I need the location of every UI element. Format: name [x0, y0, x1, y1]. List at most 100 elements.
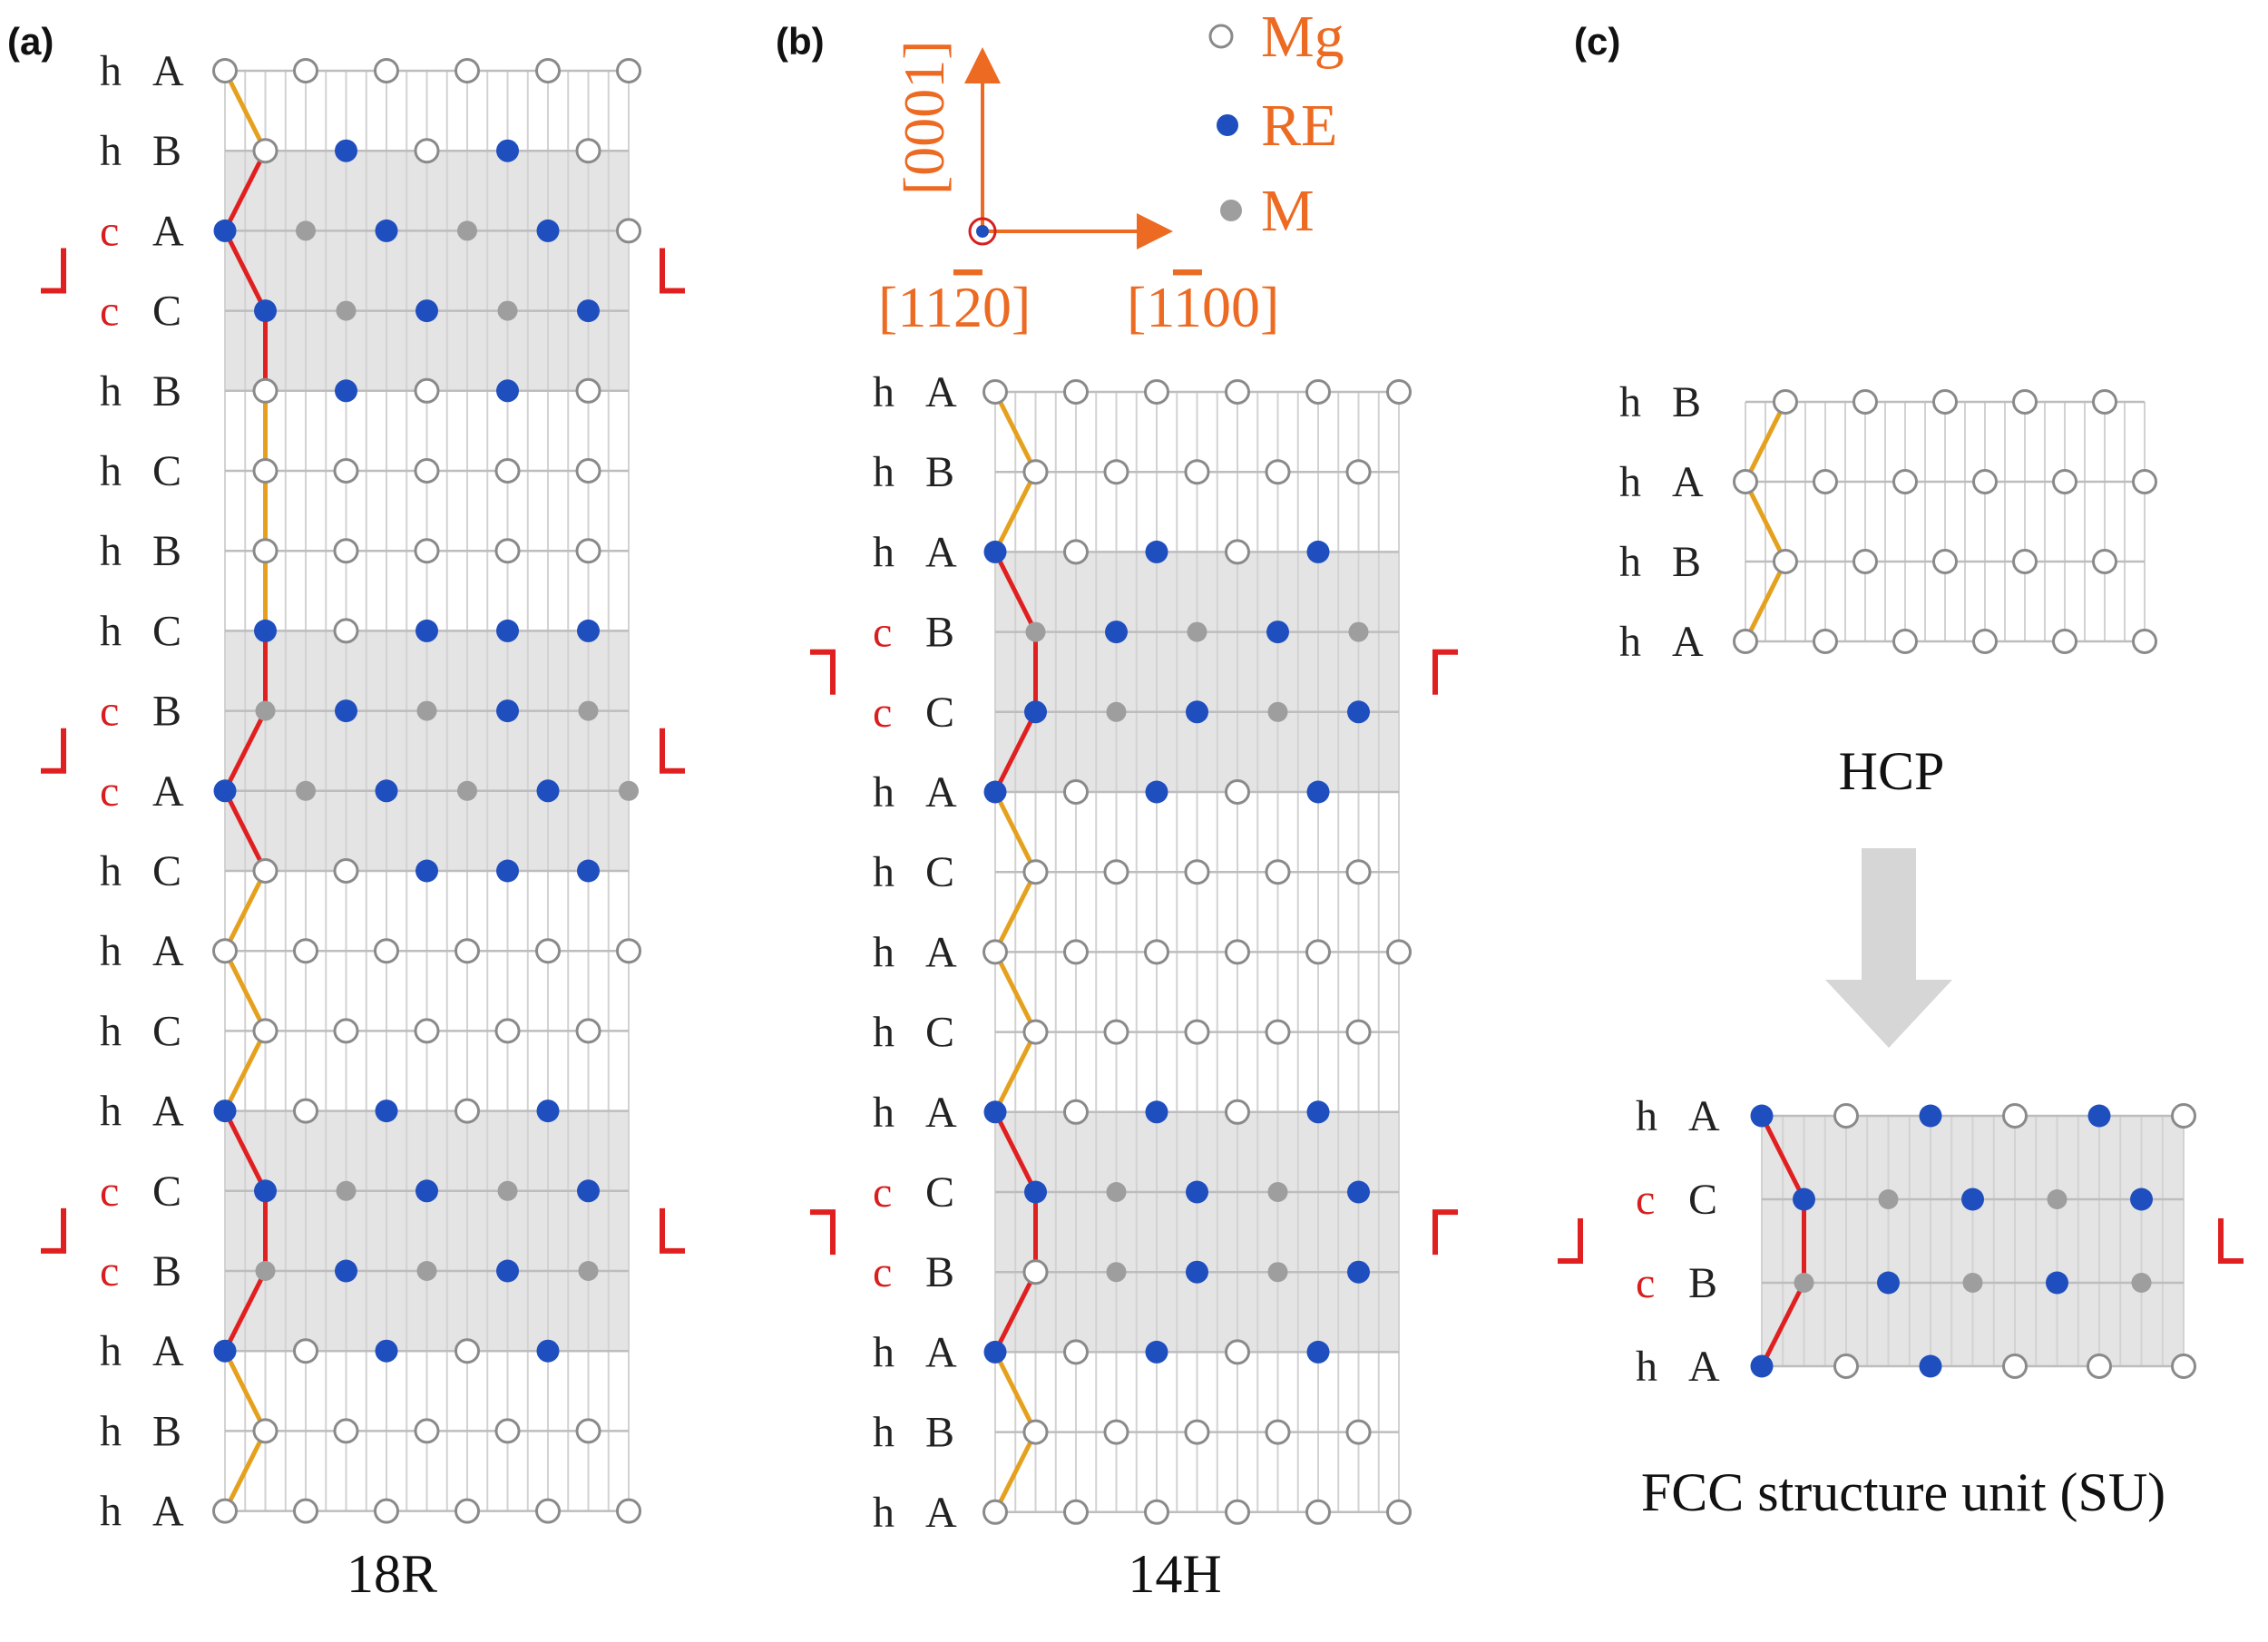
mg-atom: [1103, 1419, 1129, 1445]
panel-a-layer-type-label: h: [100, 1088, 122, 1136]
mg-atom: [1773, 549, 1798, 574]
re-atom: [1306, 1100, 1330, 1124]
re-atom: [496, 699, 519, 723]
crystal-axes: [0001] [1120] [1100]: [878, 40, 1279, 339]
mg-atom: [1144, 1499, 1169, 1525]
panel-c-fcc-layer-type-label: h: [1636, 1092, 1657, 1140]
panel-a-stacking-label: A: [152, 1488, 184, 1536]
re-atom: [1793, 1188, 1815, 1211]
mg-atom: [1773, 389, 1798, 415]
panel-c-fcc-stacking-label: A: [1688, 1343, 1720, 1391]
panel-b-hcp-stacking-segment: [992, 1349, 1038, 1435]
mg-atom: [2171, 1103, 2196, 1129]
panel-b-layer-type-label: h: [873, 1089, 894, 1137]
m-atom: [457, 220, 477, 241]
panel-b-layer-type-label: h: [873, 1489, 894, 1537]
panel-b-layer-type-label: h: [873, 528, 894, 576]
panel-b-layer-type-label: c: [873, 1168, 892, 1217]
m-atom: [1962, 1273, 1983, 1293]
m-atom: [1878, 1189, 1899, 1209]
re-atom: [375, 1339, 398, 1363]
mg-atom: [252, 858, 279, 884]
panel-c-fcc-layer-type-label: c: [1636, 1259, 1655, 1307]
panel-b-fcc-stacking-segment: [992, 549, 1038, 635]
mg-atom: [1022, 1419, 1049, 1445]
mg-atom: [1022, 1259, 1049, 1285]
panel-b-stacking-fault-marker: [1432, 649, 1458, 695]
panel-a-fcc-stacking-segment: [222, 228, 268, 314]
legend-mg-label: Mg: [1261, 4, 1344, 70]
panel-c-hcp-layer-type-label: h: [1619, 378, 1641, 426]
panel-a-layer-type-label: c: [100, 1168, 119, 1216]
mg-atom: [293, 58, 318, 83]
mg-atom: [252, 458, 279, 484]
mg-atom: [1063, 779, 1089, 805]
panel-a-stacking-label: B: [152, 1247, 181, 1295]
mg-atom: [293, 1098, 318, 1124]
mg-atom: [1265, 459, 1291, 485]
panel-b-stacking-label: C: [925, 689, 954, 737]
re-atom: [1919, 1354, 1942, 1378]
panel-b-hcp-stacking-segment: [992, 949, 1038, 1035]
m-atom: [497, 300, 518, 321]
mg-atom: [1063, 1339, 1089, 1365]
panel-c-hcp-hcp-stacking-segment: [1743, 479, 1788, 564]
panel-a-layer-type-label: h: [100, 927, 122, 975]
mg-atom: [1892, 469, 1918, 494]
panel-a-layer-type-label: c: [100, 1247, 119, 1295]
re-atom: [577, 859, 600, 883]
mg-atom: [1225, 779, 1250, 805]
mg-atom: [575, 538, 601, 564]
panel-b-stacking-label: C: [925, 1009, 954, 1057]
panel-a-stacking-label: C: [152, 1007, 181, 1055]
m-atom: [457, 780, 477, 801]
mg-atom: [1733, 629, 1758, 654]
panel-a-fcc-stacking-segment: [222, 1268, 268, 1354]
panel-a-stacking-label: C: [152, 1168, 181, 1216]
panel-b-stacking-label: B: [925, 1409, 954, 1457]
panel-a-stacking-label: B: [152, 688, 181, 736]
panel-a-layer-type-label: c: [100, 767, 119, 816]
mg-atom: [1103, 859, 1129, 885]
mg-atom: [1103, 1019, 1129, 1045]
mg-atom: [2092, 389, 2117, 415]
panel-c-hcp-stacking-label: B: [1672, 538, 1701, 586]
re-atom: [415, 619, 438, 642]
panel-b-stacking-label: A: [925, 1489, 957, 1537]
mg-atom: [2087, 1354, 2112, 1379]
re-atom: [577, 619, 600, 642]
mg-atom: [2012, 389, 2038, 415]
m-atom: [578, 700, 599, 721]
mg-atom: [616, 218, 641, 244]
panel-a-fcc-stacking-segment: [222, 788, 268, 874]
re-atom: [335, 379, 357, 403]
caption-18r: 18R: [347, 1544, 437, 1604]
panel-a-stacking-label: C: [152, 847, 181, 895]
m-atom: [336, 1180, 357, 1201]
re-atom: [1186, 700, 1208, 724]
panel-a-stacking-fault-marker: [660, 728, 685, 774]
re-atom: [1186, 1260, 1208, 1284]
mg-atom: [252, 138, 279, 164]
panel-c-fcc-stacking-label: C: [1688, 1176, 1717, 1224]
mg-atom: [455, 938, 480, 964]
mg-atom: [333, 538, 359, 564]
re-atom: [2046, 1271, 2068, 1295]
mg-atom: [1184, 1019, 1210, 1045]
re-atom: [415, 1179, 438, 1203]
panel-b-stacking-label: A: [925, 368, 957, 416]
panel-a-stacking-label: A: [152, 767, 184, 816]
panel-b-stacking-fault-marker: [1432, 1209, 1458, 1256]
panel-c-hcp-stacking-label: B: [1672, 378, 1701, 426]
mg-atom: [455, 58, 480, 83]
mg-atom: [575, 138, 601, 164]
re-atom: [496, 139, 519, 162]
re-atom: [1186, 1180, 1208, 1204]
panel-a-layer-type-label: h: [100, 1407, 122, 1455]
mg-atom: [212, 938, 238, 964]
panel-b-stacking-fault-marker: [810, 1209, 836, 1256]
panel-a-stacking-fault-marker: [660, 1207, 685, 1254]
mg-atom: [455, 1338, 480, 1364]
